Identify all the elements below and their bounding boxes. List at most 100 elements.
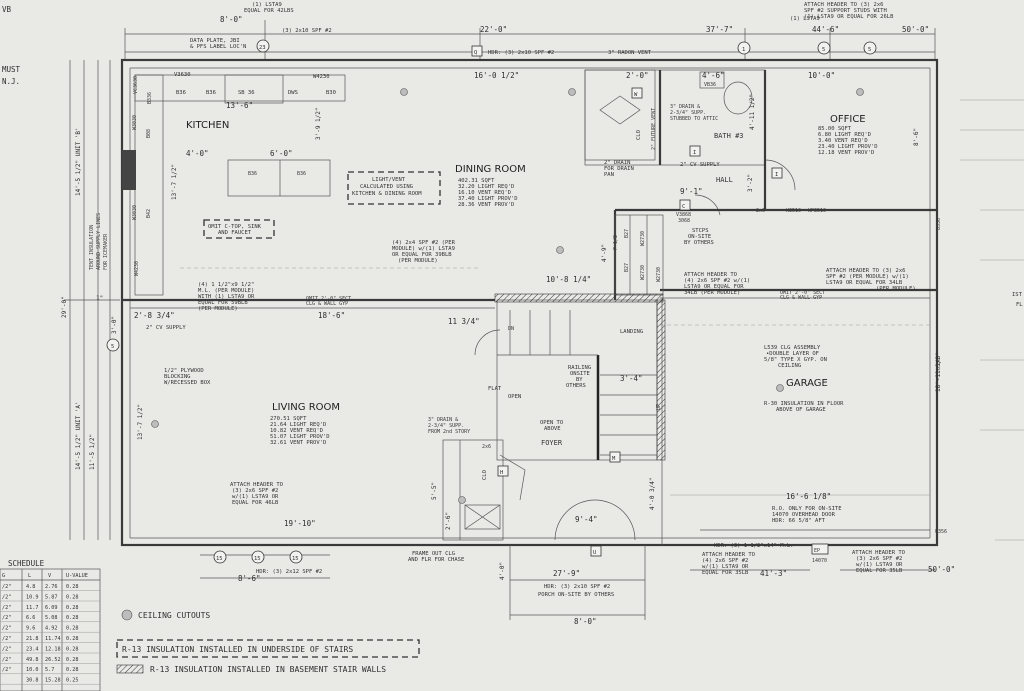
schedule-cell: 5.08 [45,615,58,621]
svg-text:16'-6 1/8": 16'-6 1/8" [786,492,831,501]
svg-text:MUST: MUST [2,65,21,74]
svg-text:EQUAL FOR 35LB: EQUAL FOR 35LB [702,570,749,576]
svg-text:SB 36: SB 36 [238,90,255,96]
svg-text:16.10 VENT REQ'D: 16.10 VENT REQ'D [458,190,511,196]
attach-garage-left-note: ATTACH HEADER TO (4) 2x6 SPF #2 w/(1) LS… [684,272,750,296]
dining-room-specs: 402.31 SQFT 32.20 LIGHT REQ'D 16.10 VENT… [458,178,518,208]
module-center-note: (4) 2x4 SPF #2 (PER MODULE) w/(1) LSTA9 … [392,240,456,264]
svg-text:(3) 2x6 SPF #2: (3) 2x6 SPF #2 [856,556,902,562]
svg-text:ATTACH HEADER TO: ATTACH HEADER TO [684,272,737,278]
tent-insulation-note: TENT INSULATION AROUND SUPPLY LINES FOR … [89,213,109,270]
schedule-cell: 10.0 [26,667,39,673]
open-note: OPEN [508,394,521,400]
garage-title: GARAGE [786,378,828,389]
svg-text:N.J.: N.J. [2,77,20,86]
bath-closet-label: CLO [636,130,642,140]
schedule-cell: 4.92 [45,626,58,632]
svg-text:H: H [500,470,503,476]
left-dimension-lines [64,60,120,540]
window-schedule-table: SCHEDULE G L V U-VALUE [0,559,101,691]
attach-garage-right-note: ATTACH HEADER TO (3) 2x6 SPF #2 (PER MOD… [826,268,916,292]
svg-text:(1) LSTA9 OR EQUAL FOR 26LB: (1) LSTA9 OR EQUAL FOR 26LB [804,14,894,20]
svg-text:3'-4": 3'-4" [620,374,643,383]
svg-text:2'-8 3/4": 2'-8 3/4" [134,311,175,320]
svg-text:9'-1": 9'-1" [680,187,703,196]
living-room-specs: 270.51 SQFT 21.64 LIGHT REQ'D 10.82 VENT… [270,416,330,446]
schedule-cell: /2" [2,657,11,663]
svg-text:5: 5 [111,344,114,350]
svg-text:I: I [775,172,778,178]
svg-text:2x6: 2x6 [482,444,491,450]
svg-text:3.40 VENT REQ'D: 3.40 VENT REQ'D [818,138,868,144]
svg-text:Q: Q [474,50,477,56]
ceiling-cutout-icon [121,609,133,621]
stairs [494,293,666,461]
attach-living-note: ATTACH HEADER TO (3) 2x6 SPF #2 w/(1) LS… [230,482,283,506]
svg-text:2-3/4" SUPP.: 2-3/4" SUPP. [670,110,706,116]
right-margin-lines [960,99,1024,541]
svg-text:27'-9": 27'-9" [553,569,580,578]
svg-text:VB: VB [2,5,12,14]
svg-text:C: C [682,204,685,210]
svg-text:F-1/2: F-1/2 [613,235,619,250]
svg-text:B36: B36 [206,90,216,96]
svg-text:18'-11 1/8": 18'-11 1/8" [935,352,942,392]
svg-text:11'-5 1/2": 11'-5 1/2" [89,434,96,470]
schedule-cell: /2" [2,605,11,611]
svg-text:W2730: W2730 [640,231,646,246]
svg-text:14070: 14070 [812,558,827,564]
schedule-cell: 0.28 [66,636,79,642]
schedule-cell: 0.28 [66,646,79,652]
svg-text:13'-7 1/2": 13'-7 1/2" [171,164,178,200]
size-labels: WP3510 2x6 3068 U356 U356 U356 DN UP 2x6 [482,208,947,535]
svg-text:LSTA9 OR EQUAL FOR: LSTA9 OR EQUAL FOR [684,284,744,290]
svg-text:18'-6": 18'-6" [318,311,345,320]
light-vent-note: LIGHT/VENT CALCULATED USING KITCHEN & DI… [352,177,422,197]
lsta-header: (1) LSTA9 [790,16,820,22]
svg-text:3068: 3068 [678,218,690,224]
svg-text:ONSITE: ONSITE [570,371,590,377]
schedule-cell: 2.76 [45,584,58,590]
garage-bottom-header: HDR: (3) 1 1/2"x14" M.L. [714,543,793,549]
svg-text:15: 15 [216,556,223,562]
svg-text:EP: EP [814,548,820,554]
schedule-cell: /2" [2,636,11,642]
schedule-cell: 4.8 [26,584,35,590]
svg-text:50'-0": 50'-0" [928,565,955,574]
module-line [122,267,937,326]
svg-text:& PFS LABEL LOC'N: & PFS LABEL LOC'N [190,44,246,50]
omit-sink-box [203,219,275,239]
svg-text:•DOUBLE LAYER OF: •DOUBLE LAYER OF [766,351,819,357]
svg-text:RAILING: RAILING [568,365,591,371]
svg-text:6'-0": 6'-0" [270,149,293,158]
schedule-cell: 0.25 [66,678,79,684]
svg-text:9'-4": 9'-4" [575,515,598,524]
svg-text:14'-5 1/2" UNIT 'B': 14'-5 1/2" UNIT 'B' [75,127,82,196]
svg-text:5: 5 [822,47,825,53]
svg-text:13'-6": 13'-6" [226,101,253,110]
svg-text:AND FLR FOR CHASE: AND FLR FOR CHASE [408,557,464,563]
svg-text:M.L. (PER MODULE): M.L. (PER MODULE) [198,288,254,294]
svg-text:BY: BY [576,377,583,383]
svg-text:V: V [48,573,51,579]
radon-vent-note: 3" RADON VENT [608,50,652,56]
svg-text:EQUAL FOR 59BLB: EQUAL FOR 59BLB [198,300,248,306]
svg-text:B36: B36 [248,171,257,177]
svg-text:W3030: W3030 [132,205,138,220]
porch-note: HDR: (3) 2x10 SPF #2 PORCH ON-SITE BY OT… [538,584,614,598]
svg-text:EQUAL FOR 42LBS: EQUAL FOR 42LBS [244,8,294,14]
svg-text:(4) 2x6 SPF #2: (4) 2x6 SPF #2 [702,558,748,564]
svg-text:V3868: V3868 [676,212,691,218]
bath-drain-note: 3" DRAIN & 2-3/4" SUPP. STUBBED TO ATTIC [670,104,718,122]
svg-text:W3510: W3510 [786,208,801,214]
svg-text:23.40 LIGHT PROV'D: 23.40 LIGHT PROV'D [818,144,878,150]
r13-stairs-box [116,639,420,658]
svg-text:LSTA9 OR EQUAL FOR 34LB: LSTA9 OR EQUAL FOR 34LB [826,280,903,286]
corner-labels: VB MUST N.J. IST FL [2,5,1023,308]
svg-text:(4) 1 1/2"x9 1/2": (4) 1 1/2"x9 1/2" [198,282,254,288]
garage-ceiling-note: L539 CLG ASSEMBLY •DOUBLE LAYER OF 5/8" … [764,345,827,369]
top-header-right-note: ATTACH HEADER TO (3) 2x6 SPF #2 SUPPORT … [804,2,894,20]
office-partition [613,70,937,300]
data-plate-note: DATA PLATE, JBI & PFS LABEL LOC'N [190,38,246,50]
svg-text:8'-6": 8'-6" [913,128,920,146]
